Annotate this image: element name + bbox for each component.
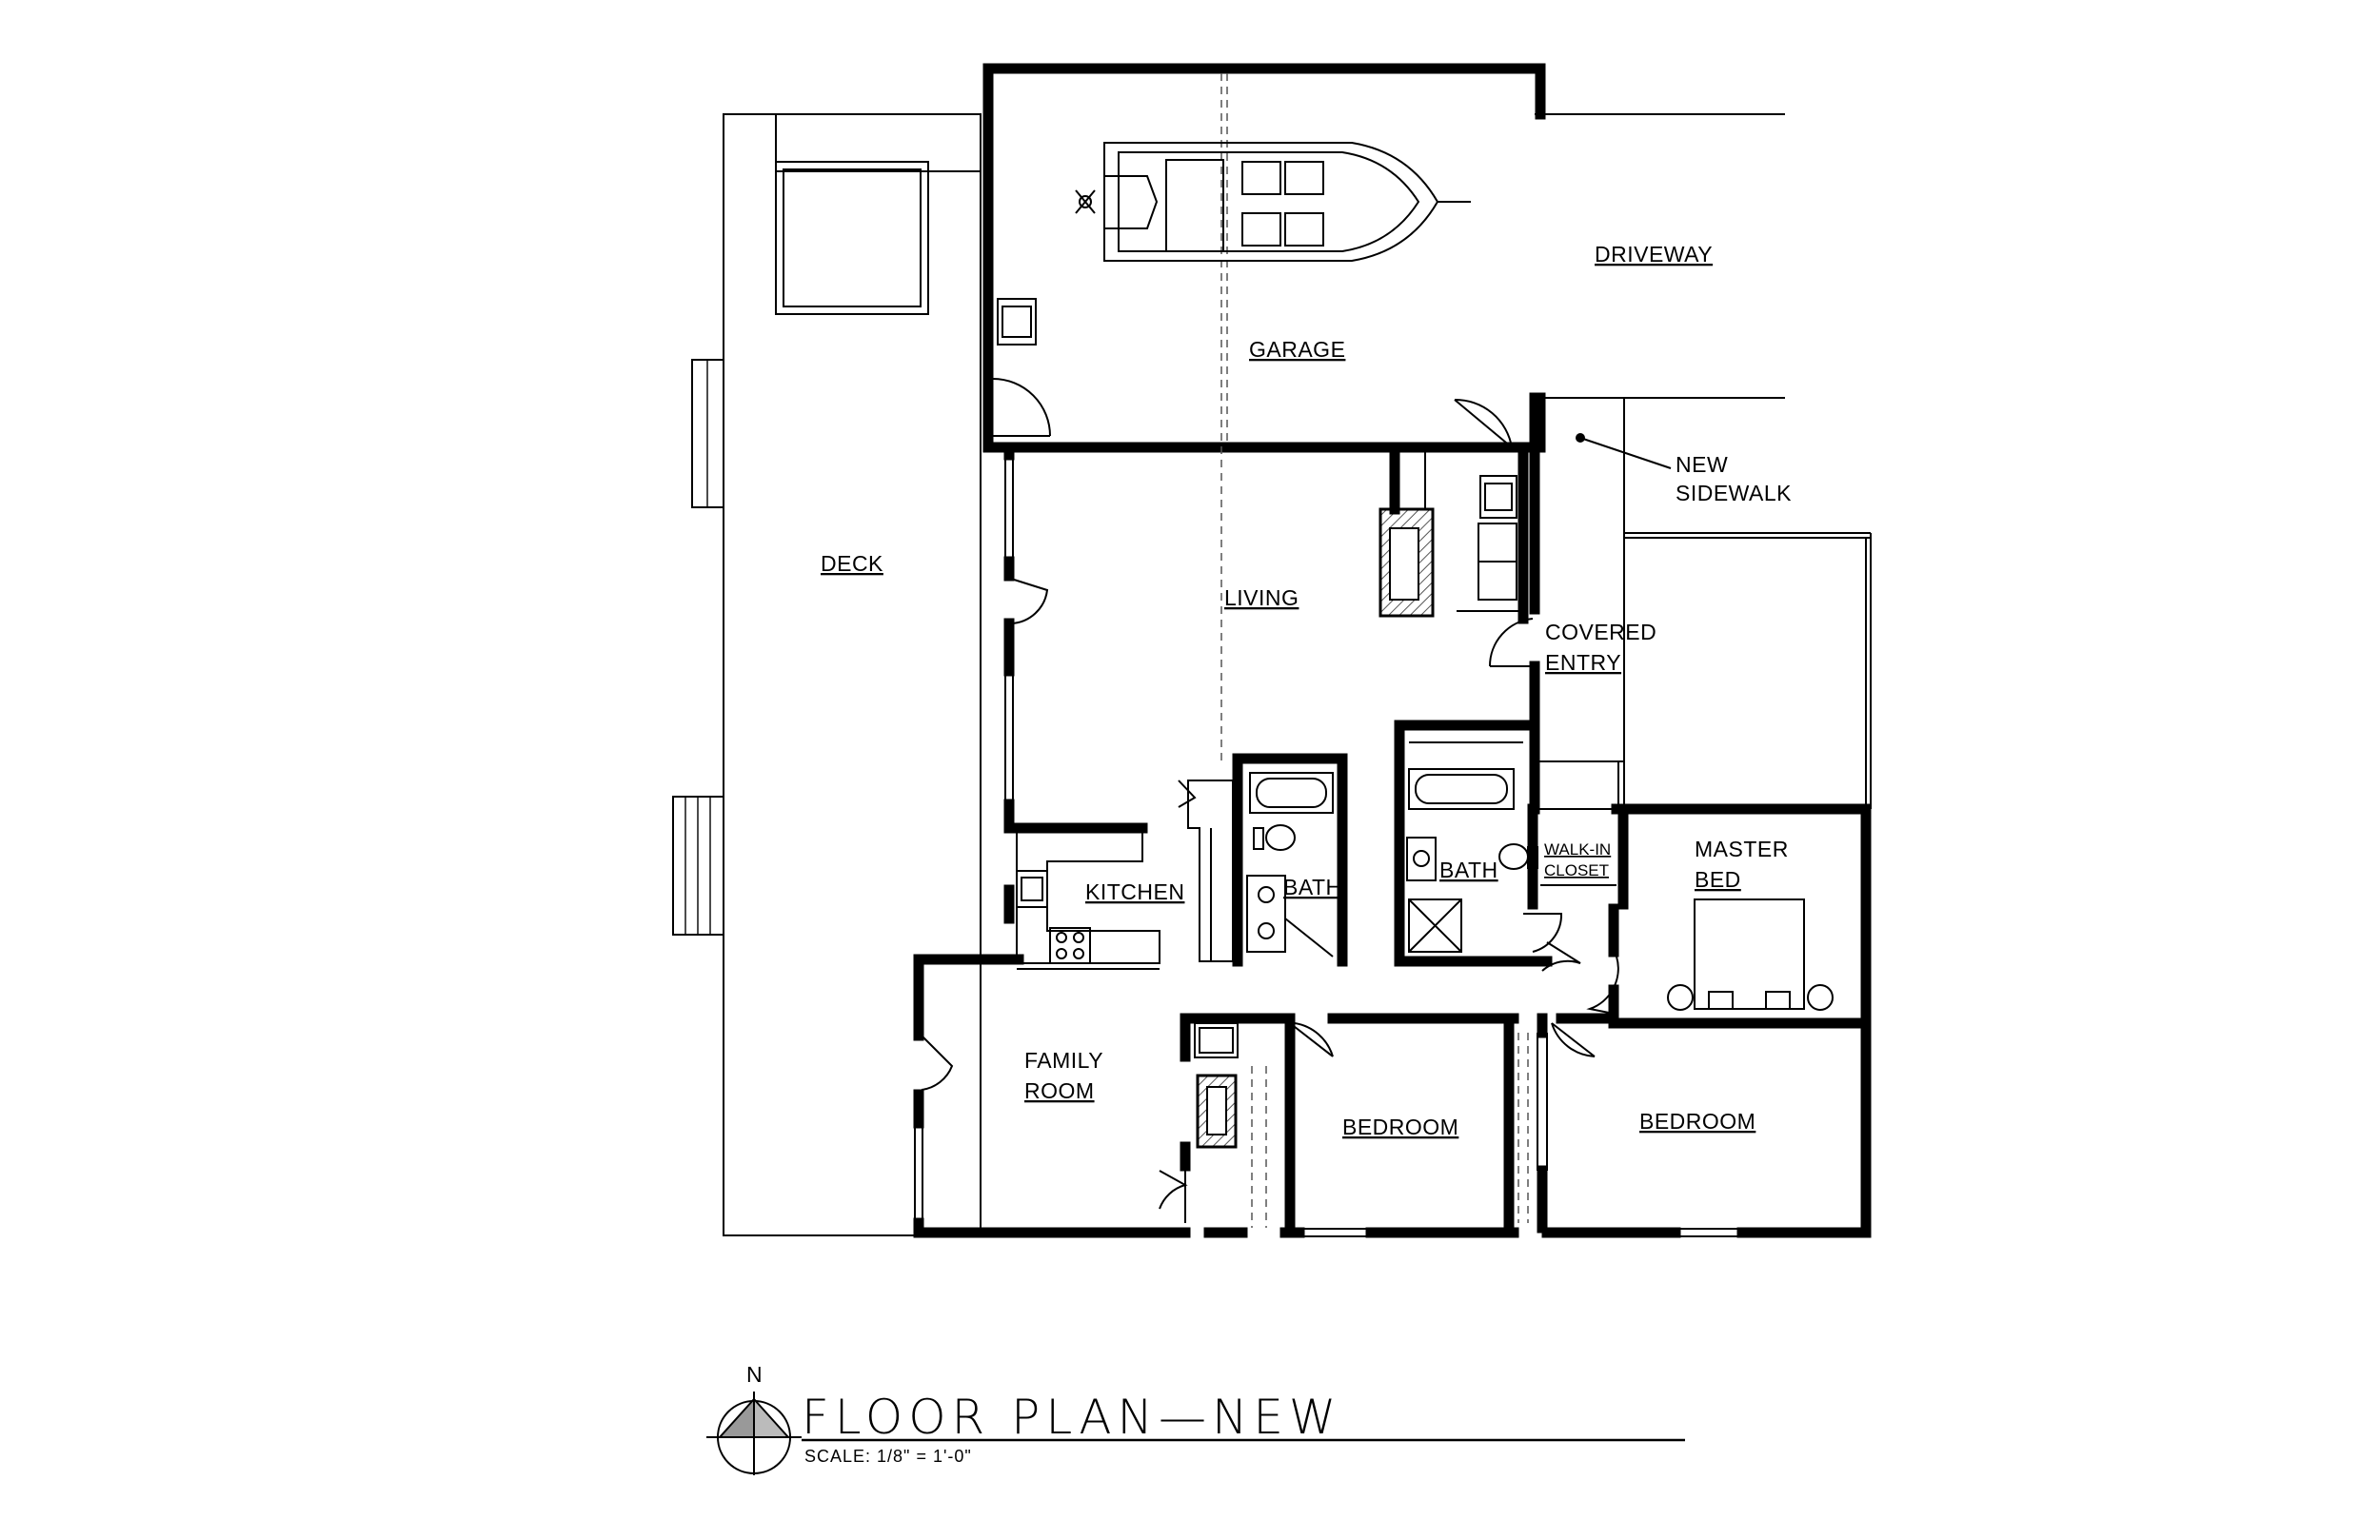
- label-master-bed-1: MASTER: [1695, 837, 1789, 861]
- boat-icon: [1075, 142, 1471, 262]
- label-bath-master: BATH: [1439, 858, 1498, 882]
- label-walk-in-1: WALK-IN: [1544, 840, 1611, 859]
- label-family-room-2: ROOM: [1024, 1078, 1095, 1103]
- bedrooms: [1159, 1013, 1619, 1234]
- north-arrow-icon: [706, 1392, 802, 1475]
- laundry: [1457, 442, 1529, 624]
- north-label: N: [746, 1362, 763, 1387]
- label-driveway: DRIVEWAY: [1595, 242, 1713, 267]
- fireplace: [1378, 442, 1435, 618]
- label-covered-entry-1: COVERED: [1545, 620, 1656, 644]
- label-new-sidewalk-2: SIDEWALK: [1676, 481, 1792, 505]
- label-garage: GARAGE: [1249, 337, 1345, 362]
- master-bath: [1394, 720, 1629, 972]
- label-living: LIVING: [1224, 585, 1299, 610]
- label-new-sidewalk-1: NEW: [1676, 452, 1728, 477]
- garage: [982, 63, 1546, 761]
- hall-bath: [1178, 753, 1348, 967]
- master-bedroom: [1586, 803, 1872, 1029]
- kitchen: [1016, 828, 1160, 970]
- title-block: N FLOOR PLAN—NEW SCALE: 1/8" = 1'-0": [706, 1362, 1685, 1475]
- label-walk-in-2: CLOSET: [1544, 861, 1609, 879]
- label-deck: DECK: [821, 551, 883, 576]
- label-family-room-1: FAMILY: [1024, 1048, 1103, 1073]
- label-master-bed-2: BED: [1695, 867, 1741, 892]
- plan-title: FLOOR PLAN—NEW: [802, 1390, 1341, 1445]
- label-kitchen: KITCHEN: [1085, 879, 1184, 904]
- room-labels: GARAGE DRIVEWAY NEW SIDEWALK DECK LIVING…: [821, 242, 1792, 1139]
- label-covered-entry-2: ENTRY: [1545, 650, 1621, 675]
- label-bedroom-1: BEDROOM: [1342, 1115, 1458, 1139]
- label-bedroom-2: BEDROOM: [1639, 1109, 1755, 1134]
- deck: [672, 113, 982, 1236]
- plan-scale: SCALE: 1/8" = 1'-0": [804, 1447, 972, 1466]
- label-bath-hall: BATH: [1283, 875, 1342, 899]
